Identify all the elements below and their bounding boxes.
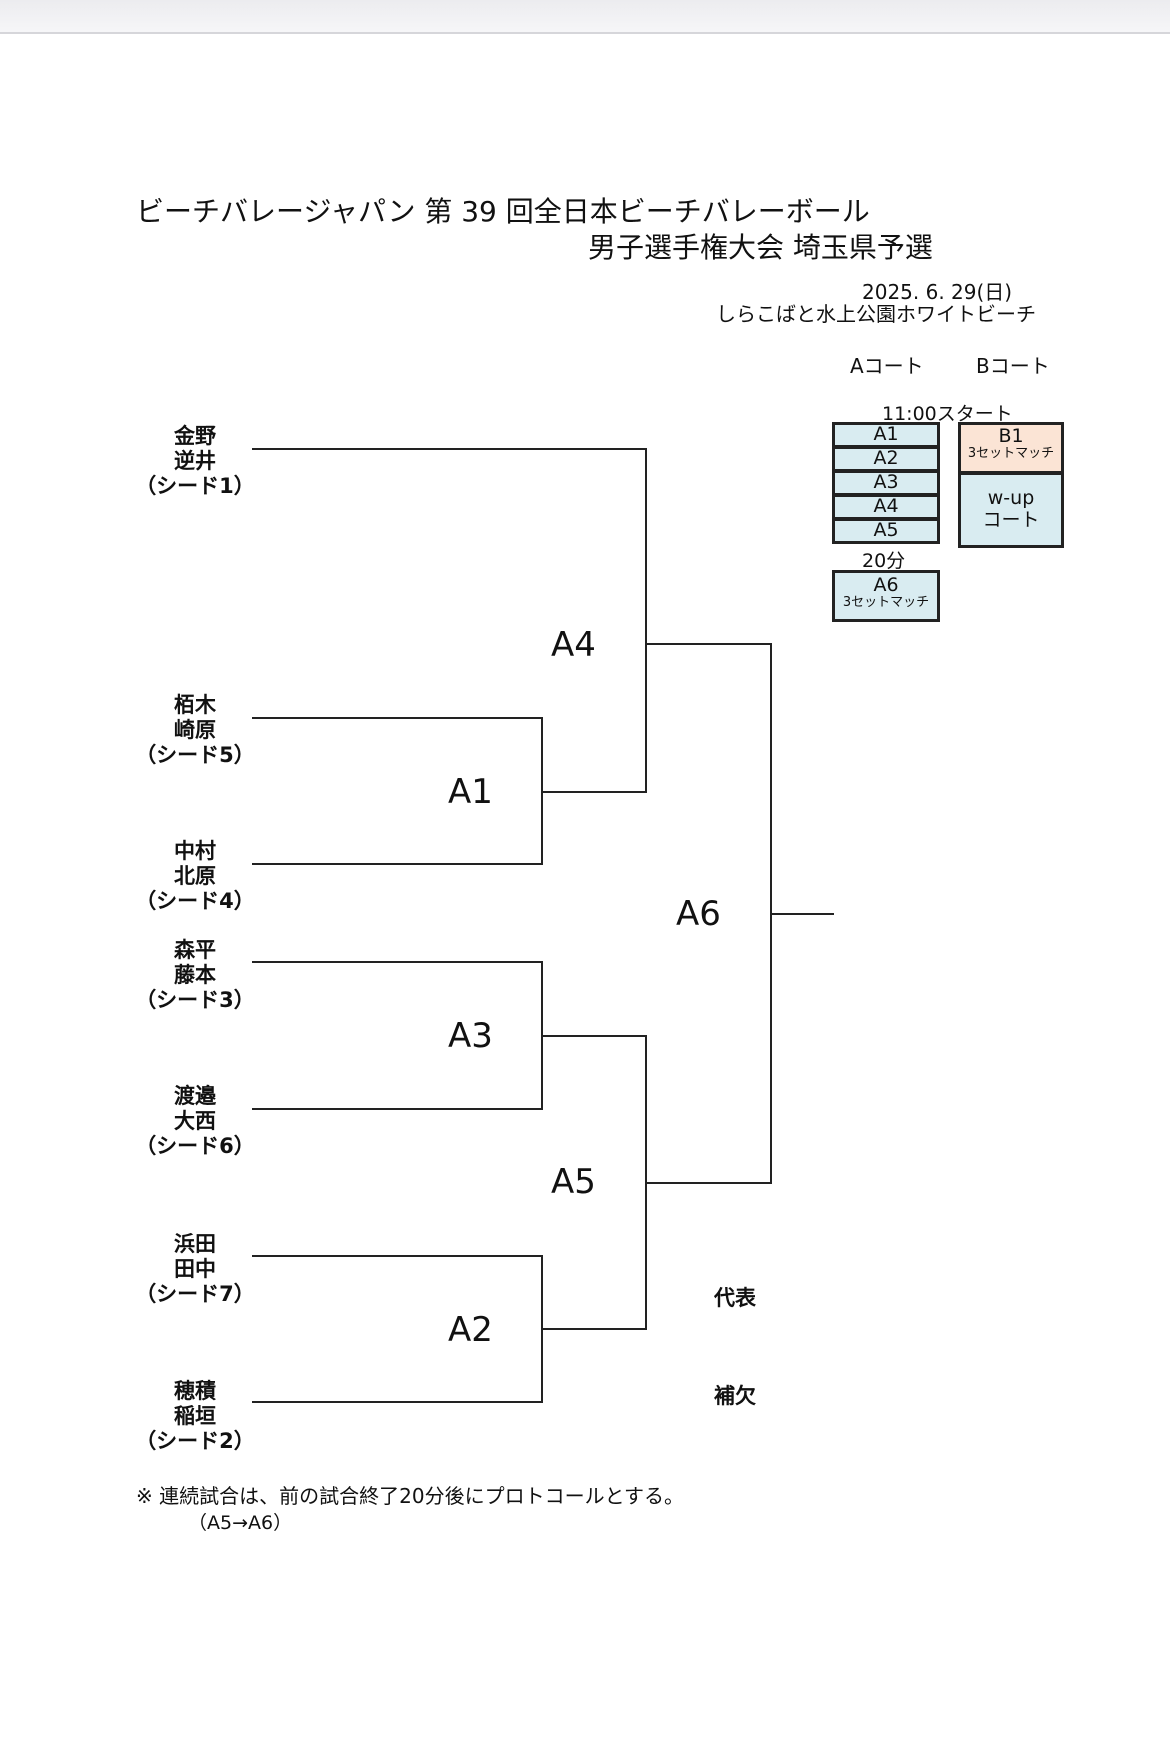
team-player-name: 中村 xyxy=(174,839,216,863)
court-b-match-label: B1 xyxy=(998,425,1024,447)
court-a-header: Aコート xyxy=(850,354,924,378)
team-seed: （シード1） xyxy=(135,474,255,498)
tournament-title-line2: 男子選手権大会 埼玉県予選 xyxy=(588,231,933,264)
warmup-label: w-up xyxy=(987,487,1035,509)
team-player-name: 穂積 xyxy=(174,1379,216,1403)
result-representative: 代表 xyxy=(714,1286,756,1310)
court-a-match-a5: A5 xyxy=(832,518,940,544)
final-match-note: 3セットマッチ xyxy=(842,594,930,610)
team-player-name: 北原 xyxy=(174,864,216,888)
match-label-a1: A1 xyxy=(448,772,493,812)
team-player-name: 栢木 xyxy=(174,693,216,717)
bracket-line-seed1 xyxy=(252,448,647,793)
team-player-name: 大西 xyxy=(174,1109,216,1133)
team-seed: （シード2） xyxy=(135,1429,255,1453)
team-seed6: 渡邉 大西 （シード6） xyxy=(130,1084,260,1159)
court-a-match-label: A3 xyxy=(873,471,899,493)
court-b-match-note: 3セットマッチ xyxy=(967,445,1055,461)
note-line2: （A5→A6） xyxy=(188,1512,293,1534)
team-seed: （シード4） xyxy=(135,889,255,913)
team-seed: （シード6） xyxy=(135,1134,255,1158)
note-line1: ※ 連続試合は、前の試合終了20分後にプロトコールとする。 xyxy=(136,1484,684,1508)
tournament-title-line1: ビーチバレージャパン 第 39 回全日本ビーチバレーボール xyxy=(136,195,870,228)
court-a-match-label: A4 xyxy=(873,495,899,517)
court-a-match-label: A5 xyxy=(873,519,899,541)
start-time: 11:00スタート xyxy=(882,403,1013,425)
court-a-match-label: A1 xyxy=(873,423,899,445)
team-seed: （シード5） xyxy=(135,743,255,767)
match-label-a6: A6 xyxy=(676,894,721,934)
bracket-line-a2 xyxy=(252,1255,543,1403)
team-seed2: 穂積 稲垣 （シード2） xyxy=(130,1379,260,1454)
team-seed5: 栢木 崎原 （シード5） xyxy=(130,693,260,768)
warmup-court: w-up コート xyxy=(958,472,1064,548)
team-seed7: 浜田 田中 （シード7） xyxy=(130,1232,260,1307)
court-a-match-label: A2 xyxy=(873,447,899,469)
team-player-name: 稲垣 xyxy=(174,1404,216,1428)
team-player-name: 崎原 xyxy=(174,718,216,742)
team-player-name: 金野 xyxy=(174,424,216,448)
team-player-name: 藤本 xyxy=(174,963,216,987)
browser-top-bar xyxy=(0,0,1170,34)
court-b-header: Bコート xyxy=(976,354,1050,378)
team-player-name: 浜田 xyxy=(174,1232,216,1256)
team-player-name: 田中 xyxy=(174,1257,216,1281)
warmup-label-court: コート xyxy=(982,508,1040,531)
match-label-a5: A5 xyxy=(551,1162,596,1202)
result-alternate: 補欠 xyxy=(714,1384,756,1408)
team-seed4: 中村 北原 （シード4） xyxy=(130,839,260,914)
match-label-a4: A4 xyxy=(551,625,596,665)
team-seed: （シード7） xyxy=(135,1282,255,1306)
bracket-line-a1 xyxy=(252,717,543,865)
team-player-name: 渡邉 xyxy=(174,1084,216,1108)
tournament-date: 2025. 6. 29(日) xyxy=(862,280,1013,304)
match-label-a3: A3 xyxy=(448,1016,493,1056)
team-seed1: 金野 逆井 （シード1） xyxy=(130,424,260,499)
team-player-name: 森平 xyxy=(174,938,216,962)
tournament-venue: しらこばと水上公園ホワイトビーチ xyxy=(716,302,1036,326)
team-player-name: 逆井 xyxy=(174,449,216,473)
final-match-label: A6 xyxy=(873,574,899,596)
bracket-line-a3 xyxy=(252,961,543,1110)
interval-label: 20分 xyxy=(862,550,906,572)
team-seed: （シード3） xyxy=(135,988,255,1012)
court-a-final-a6: A6 3セットマッチ xyxy=(832,570,940,622)
team-seed3: 森平 藤本 （シード3） xyxy=(130,938,260,1013)
match-label-a2: A2 xyxy=(448,1310,493,1350)
